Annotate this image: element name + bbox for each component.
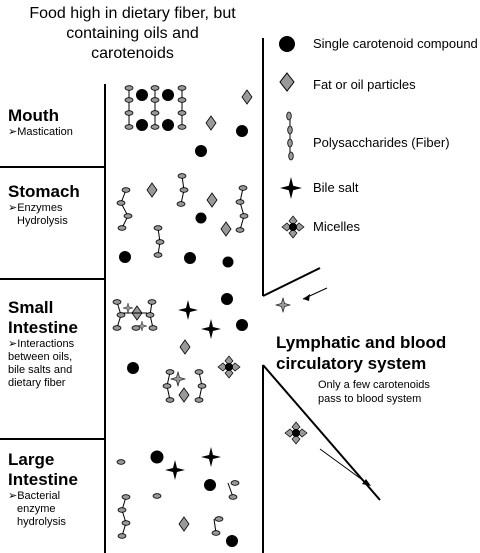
star-icon <box>280 177 302 199</box>
stage-stomach: Stomach ➢Enzymes Hydrolysis <box>8 182 80 228</box>
stage-note: between oils, <box>8 351 73 363</box>
stage-note: hydrolysis <box>17 516 66 528</box>
stage-note: Hydrolysis <box>17 215 68 227</box>
bile-salt-icon <box>275 297 291 313</box>
mouth-particles <box>124 85 253 157</box>
diamond-icon <box>279 72 295 92</box>
legend-icons <box>279 36 305 239</box>
stage-large-intestine: Large Intestine ➢Bacterial enzyme hydrol… <box>8 450 78 529</box>
stage-note: ➢Mastication <box>8 126 73 138</box>
legend-label-fiber: Polysaccharides (Fiber) <box>313 135 450 150</box>
stage-note: enzyme <box>17 503 56 515</box>
title-line-2: containing oils and <box>66 25 199 42</box>
title-line-1: Food high in dietary fiber, but <box>29 5 236 22</box>
lymphatic-block: Lymphatic and blood circulatory system <box>276 332 446 374</box>
stage-small-intestine: Small Intestine ➢Interactions between oi… <box>8 298 78 390</box>
digestive-tract-outline <box>0 38 381 553</box>
title-line-3: carotenoids <box>91 45 174 62</box>
stage-note: dietary fiber <box>8 377 66 389</box>
large-intestine-particles <box>116 447 240 547</box>
stage-name: Large <box>8 450 55 469</box>
stage-note: bile salts and <box>8 364 73 376</box>
stage-name: Stomach <box>8 182 80 201</box>
micelle-icon <box>284 421 308 445</box>
stomach-particles <box>116 173 249 268</box>
stage-name: Intestine <box>8 318 78 337</box>
legend-label-bile-salt: Bile salt <box>313 180 359 195</box>
lymphatic-note-line: Only a few carotenoids <box>318 379 430 391</box>
circle-icon <box>279 36 295 52</box>
lymphatic-flow <box>275 287 371 486</box>
legend-label-micelles: Micelles <box>313 219 360 234</box>
stage-note: ➢Enzymes <box>8 202 63 214</box>
stage-mouth: Mouth ➢Mastication <box>8 106 73 139</box>
fiber-chain-icon <box>286 111 294 161</box>
lymphatic-note-line: pass to blood system <box>318 393 422 405</box>
stage-name: Mouth <box>8 106 59 125</box>
stage-note: ➢Interactions <box>8 338 75 350</box>
lymphatic-title: Lymphatic and blood <box>276 333 447 352</box>
stage-name: Small <box>8 298 54 317</box>
lymphatic-title: circulatory system <box>276 354 427 373</box>
legend-label-fat: Fat or oil particles <box>313 77 416 92</box>
legend-label-carotenoid: Single carotenoid compound <box>313 36 478 51</box>
lymphatic-note: Only a few carotenoids pass to blood sys… <box>318 378 430 406</box>
micelle-icon <box>281 215 305 239</box>
diagram-title: Food high in dietary fiber, but containi… <box>0 4 265 64</box>
stage-name: Intestine <box>8 470 78 489</box>
small-intestine-particles <box>112 293 248 403</box>
stage-note: ➢Bacterial <box>8 490 61 502</box>
